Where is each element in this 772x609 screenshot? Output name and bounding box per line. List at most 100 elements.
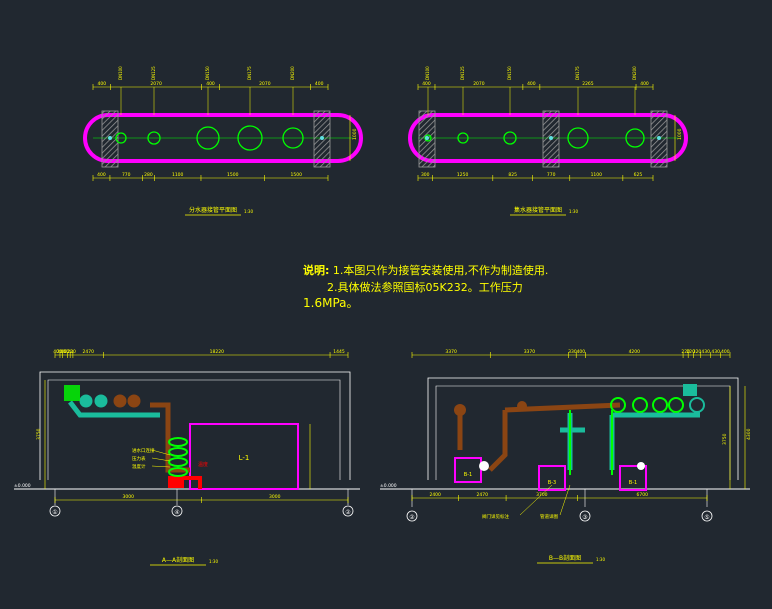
left-bottom-dims-label: 280 <box>144 172 153 178</box>
bb-top-dims-label: 220 <box>681 349 690 355</box>
left-top-dims-label: 2070 <box>150 81 162 87</box>
bb-bottom-dims-label: 2470 <box>476 492 488 498</box>
bb-top-dims-label: 430 <box>701 349 710 355</box>
right-nozzle-circle <box>567 127 589 149</box>
right-top-dims-label: 400 <box>422 81 431 87</box>
right-bottom-dims-label: 825 <box>508 172 517 178</box>
right-nozzle-tag: DN175 <box>575 66 580 80</box>
bb-bottom-dims-label: 3700 <box>536 492 548 498</box>
bb-pump-box <box>454 457 482 483</box>
bb-top-dims-label: 330 <box>568 349 577 355</box>
aa-axis-label: ① <box>52 509 57 516</box>
bb-top-dims-label: 320 <box>693 349 702 355</box>
bb-top-dims-label: 220 <box>686 349 695 355</box>
right-top-dims-label: 400 <box>640 81 649 87</box>
left-nozzle-circle <box>147 131 161 145</box>
aa-bottom-dims: 3000 3000 <box>54 494 349 503</box>
bb-axis-bubble <box>701 510 713 522</box>
bb-frame-outer <box>427 377 739 480</box>
left-title: 分水器接管平面图 <box>189 206 237 214</box>
aa-top-dims-label: 220 <box>64 349 73 355</box>
aa-axis-label: ② <box>345 509 351 516</box>
left-nozzle-circle <box>282 127 304 149</box>
aa-frame-inner <box>47 379 341 480</box>
bb-valve-green <box>632 397 648 413</box>
aa-frame-outer <box>39 371 351 480</box>
aa-axis-label: ④ <box>174 509 179 516</box>
aa-callout: 压力表 <box>132 455 146 462</box>
bb-valve-green <box>668 397 684 413</box>
notes-line3-container: 1.6MPa。 <box>303 294 359 311</box>
right-side-dim-label: 1000 <box>677 128 683 140</box>
bb-level-label: ±0.000 <box>380 483 397 489</box>
aa-pump-coil <box>168 447 188 457</box>
bb-axis-bubble <box>579 510 591 522</box>
aa-callout-leader <box>151 465 171 468</box>
right-top-dims-label: 2070 <box>473 81 485 87</box>
left-bottom-dims-label: 770 <box>122 172 131 178</box>
left-drain-point <box>320 136 324 140</box>
bb-callout: 管道详图 <box>540 513 558 520</box>
aa-tank-label: L-1 <box>239 454 250 462</box>
bb-top-dims-label: 3370 <box>445 349 457 355</box>
left-nozzle-tag: DN200 <box>290 66 295 80</box>
left-top-dims-label: 400 <box>315 81 324 87</box>
left-nozzle-tag: DN150 <box>205 66 210 80</box>
bb-bottom-dims-label: 6700 <box>637 492 649 498</box>
right-drain-point <box>425 136 429 140</box>
bb-pipe-teal <box>560 412 700 470</box>
aa-bottom-dims-label: 3000 <box>123 494 135 500</box>
right-top-dims-label: 2265 <box>582 81 594 87</box>
right-title: 集水器接管平面图 <box>514 206 562 214</box>
left-nozzle-circle <box>196 126 220 150</box>
aa-pipe-teal <box>68 400 160 418</box>
notes-line3: 1.6MPa。 <box>303 296 359 310</box>
bb-top-dims-label: 4200 <box>629 349 641 355</box>
left-drain-point <box>108 136 112 140</box>
notes-block: 说明: 1.本图只作为接管安装使用,不作为制造使用. <box>303 262 548 278</box>
left-header-body <box>83 113 363 163</box>
aa-axis-bubble <box>342 505 354 517</box>
bb-pipe-brown <box>457 402 621 472</box>
bb-pump-motor <box>637 462 645 470</box>
aa-top-dims-label: 400 <box>53 349 62 355</box>
right-bottom-dims-label: 300 <box>421 172 430 178</box>
bb-callout-leader <box>519 484 553 516</box>
bb-title-scale: 1:30 <box>596 557 605 562</box>
right-nozzle-tag: DN125 <box>460 66 465 80</box>
aa-left-dim-label: 3750 <box>36 428 42 440</box>
aa-tank <box>189 423 299 490</box>
bb-pump-label: B-1 <box>464 472 472 478</box>
notes-line2-container: 2.具体做法参照国标05K232。工作压力 <box>327 279 523 295</box>
right-nozzle-tag: DN200 <box>632 66 637 80</box>
bb-pump-motor <box>479 461 489 471</box>
bb-callout-leader <box>559 484 571 516</box>
left-top-dims-label: 400 <box>98 81 107 87</box>
bb-axis-bubble <box>406 510 418 522</box>
aa-pump-base <box>168 478 184 488</box>
aa-callout: 进水口连接 <box>132 447 155 454</box>
bb-pump-box <box>619 465 647 491</box>
right-bottom-dims-label: 625 <box>634 172 643 178</box>
left-bottom-dims-label: 1500 <box>227 172 239 178</box>
aa-valve <box>127 394 141 408</box>
right-title-scale: 1:30 <box>569 209 578 214</box>
aa-axis-bubble <box>49 505 61 517</box>
right-nozzle-circle <box>457 132 469 144</box>
bb-bottom-dims-label: 2400 <box>429 492 441 498</box>
aa-bottom-dims-label: 3000 <box>269 494 281 500</box>
bb-valve-green <box>610 397 626 413</box>
left-nozzle-tag: DN125 <box>151 66 156 80</box>
bb-axis-label: ③ <box>582 514 587 521</box>
aa-callout: 温度计 <box>132 463 146 470</box>
bb-valve-brown <box>454 404 466 416</box>
aa-pump-coil <box>168 467 188 477</box>
aa-top-dims-label: 1445 <box>333 349 345 355</box>
